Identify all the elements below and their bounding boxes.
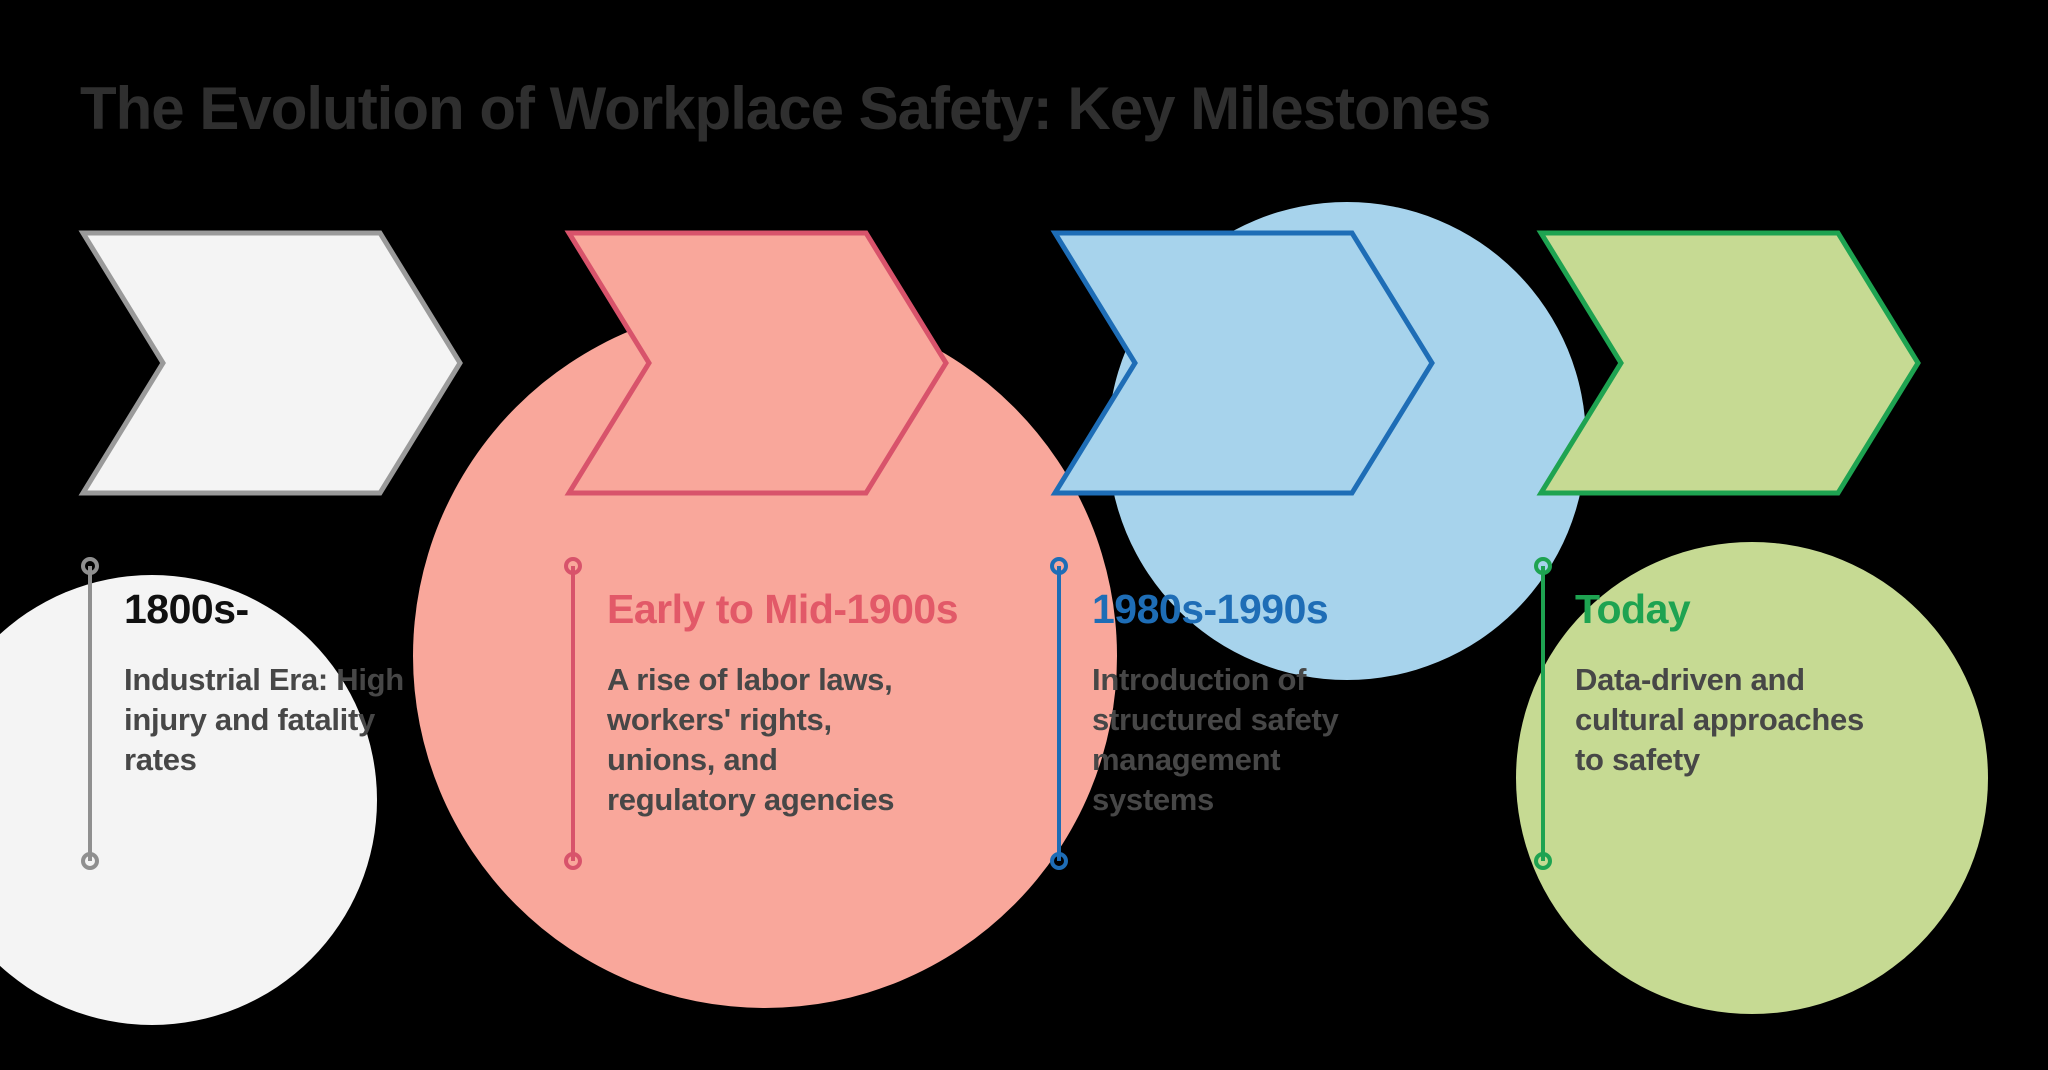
- milestone-4-description: Data-driven and cultural approaches to s…: [1575, 662, 1864, 777]
- connector-cap-icon: [564, 557, 582, 575]
- connector-cap-icon: [1050, 557, 1068, 575]
- connector-cap-icon: [81, 557, 99, 575]
- milestone-2-heading: Early to Mid-1900s: [607, 586, 959, 632]
- chevron-arrow-icon: [564, 230, 949, 496]
- timeline-connector-line: [1541, 566, 1545, 861]
- milestone-1-heading: 1800s-: [124, 586, 249, 632]
- chevron-arrow-icon: [78, 230, 463, 496]
- milestone-3-description: Introduction of structured safety manage…: [1092, 662, 1339, 817]
- connector-cap-icon: [564, 852, 582, 870]
- connector-cap-icon: [1534, 852, 1552, 870]
- timeline-connector-line: [1057, 566, 1061, 861]
- connector-cap-icon: [81, 852, 99, 870]
- milestone-4-heading: Today: [1575, 586, 1691, 632]
- timeline-connector-line: [88, 566, 92, 861]
- milestone-4-background-circle: [1516, 542, 1988, 1014]
- milestone-1-background-circle: [0, 575, 377, 1025]
- milestone-3-heading: 1980s-1990s: [1092, 586, 1329, 632]
- timeline-connector-line: [571, 566, 575, 861]
- milestone-1-description: Industrial Era: High injury and fatality…: [124, 662, 404, 777]
- connector-cap-icon: [1534, 557, 1552, 575]
- chevron-arrow-icon: [1536, 230, 1921, 496]
- milestone-2-description: A rise of labor laws, workers' rights, u…: [607, 662, 895, 817]
- connector-cap-icon: [1050, 852, 1068, 870]
- chevron-arrow-icon: [1050, 230, 1435, 496]
- page-title: The Evolution of Workplace Safety: Key M…: [80, 75, 1491, 142]
